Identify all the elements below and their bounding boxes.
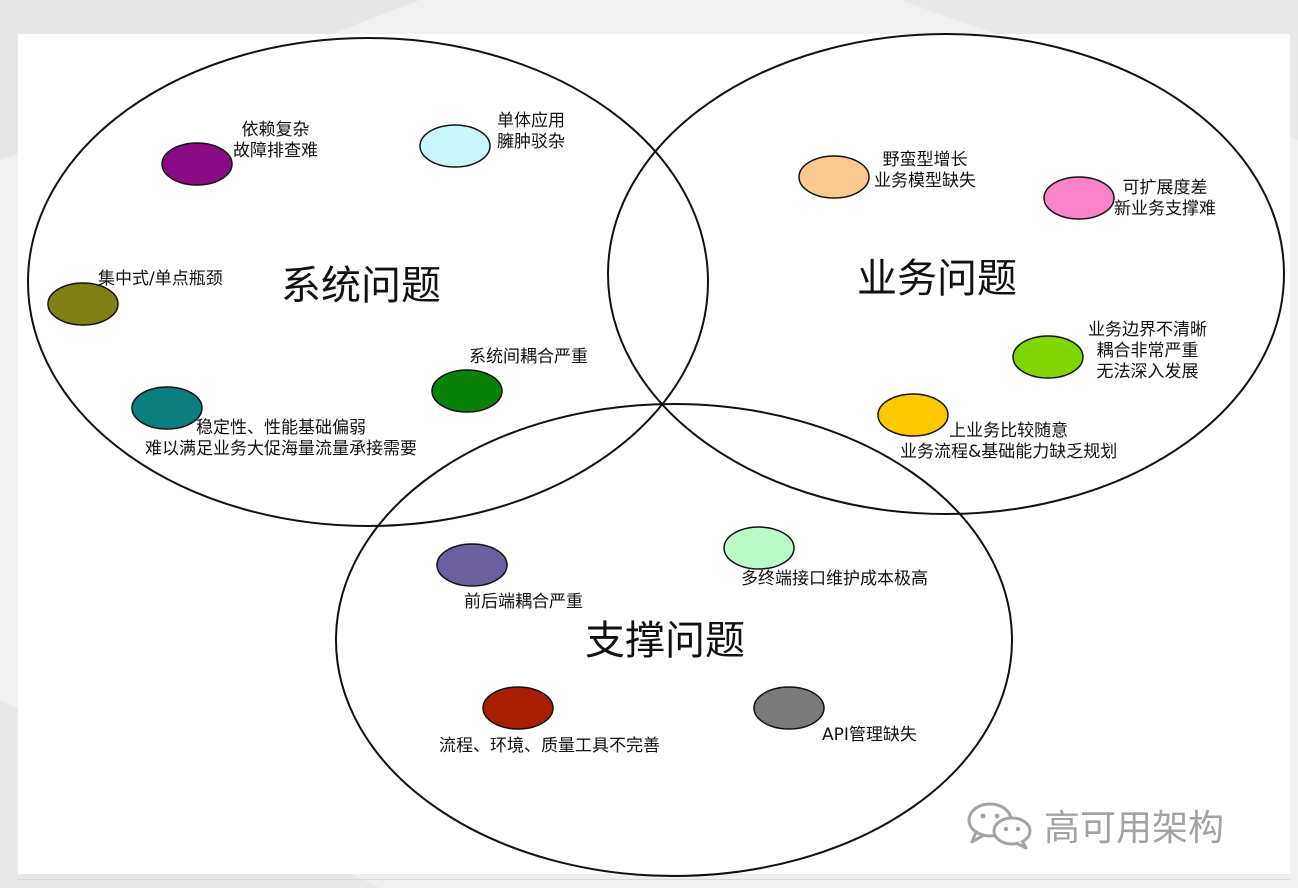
label-stability: 稳定性、性能基础偏弱 难以满足业务大促海量流量承接需要	[145, 418, 417, 460]
slide-card	[18, 34, 1290, 874]
title-system: 系统问题	[281, 263, 441, 309]
label-line: 依赖复杂	[241, 120, 310, 140]
circle-system	[27, 37, 709, 527]
label-line: 难以满足业务大促海量流量承接需要	[145, 439, 417, 459]
marker-tooling	[482, 686, 554, 730]
label-frontend-backend: 前后端耦合严重	[464, 592, 583, 613]
bottom-divider	[18, 879, 1290, 880]
label-process: 上业务比较随意 业务流程&基础能力缺乏规划	[900, 421, 1117, 463]
wechat-icon	[967, 802, 1032, 850]
label-line: 臃肿驳杂	[497, 132, 565, 152]
title-business: 业务问题	[857, 256, 1017, 302]
label-line: 业务流程&基础能力缺乏规划	[900, 442, 1118, 462]
label-tooling: 流程、环境、质量工具不完善	[439, 736, 660, 757]
marker-boundary	[1012, 335, 1084, 379]
marker-frontend-backend	[436, 543, 508, 587]
circle-support	[335, 403, 1013, 877]
marker-api	[753, 686, 825, 730]
marker-stability	[131, 386, 203, 430]
marker-system-coupling	[431, 369, 503, 413]
label-line: 新业务支撑难	[1114, 199, 1216, 219]
label-line: 单体应用	[497, 111, 565, 131]
label-line: 野蛮型增长	[882, 150, 968, 170]
label-line: 集中式/单点瓶颈	[98, 269, 223, 289]
marker-dependency	[161, 142, 233, 186]
watermark: 高可用架构	[964, 800, 1224, 850]
label-boundary: 业务边界不清晰 耦合非常严重 无法深入发展	[1088, 320, 1207, 383]
marker-process	[877, 393, 949, 437]
title-support: 支撑问题	[585, 618, 745, 664]
label-line: 前后端耦合严重	[464, 592, 583, 612]
label-line: 多终端接口维护成本极高	[741, 569, 928, 589]
label-line: 稳定性、性能基础偏弱	[196, 418, 366, 438]
label-centralized: 集中式/单点瓶颈	[98, 269, 223, 290]
label-line: 流程、环境、质量工具不完善	[439, 736, 660, 756]
label-extensibility: 可扩展度差 新业务支撑难	[1114, 178, 1216, 220]
marker-centralized	[47, 282, 119, 326]
label-multi-terminal: 多终端接口维护成本极高	[741, 569, 928, 590]
label-line: 业务模型缺失	[874, 171, 976, 191]
label-line: 可扩展度差	[1122, 178, 1208, 198]
label-monolith: 单体应用 臃肿驳杂	[497, 111, 565, 153]
marker-wild-growth	[798, 155, 870, 199]
label-line: 上业务比较随意	[949, 421, 1069, 441]
label-system-coupling: 系统间耦合严重	[469, 347, 588, 368]
marker-extensibility	[1043, 176, 1115, 220]
circle-business	[607, 33, 1285, 515]
label-line: 系统间耦合严重	[469, 347, 588, 367]
watermark-text: 高可用架构	[1044, 808, 1225, 849]
label-line: 耦合非常严重	[1096, 341, 1199, 361]
label-line: 无法深入发展	[1096, 362, 1199, 382]
marker-multi-terminal	[723, 526, 795, 570]
label-dependency: 依赖复杂 故障排查难	[233, 120, 318, 162]
label-line: 业务边界不清晰	[1088, 320, 1207, 340]
label-line: API管理缺失	[822, 725, 917, 745]
label-wild-growth: 野蛮型增长 业务模型缺失	[874, 150, 976, 192]
marker-monolith	[419, 124, 491, 168]
label-line: 故障排查难	[233, 141, 318, 161]
label-api: API管理缺失	[822, 725, 917, 746]
